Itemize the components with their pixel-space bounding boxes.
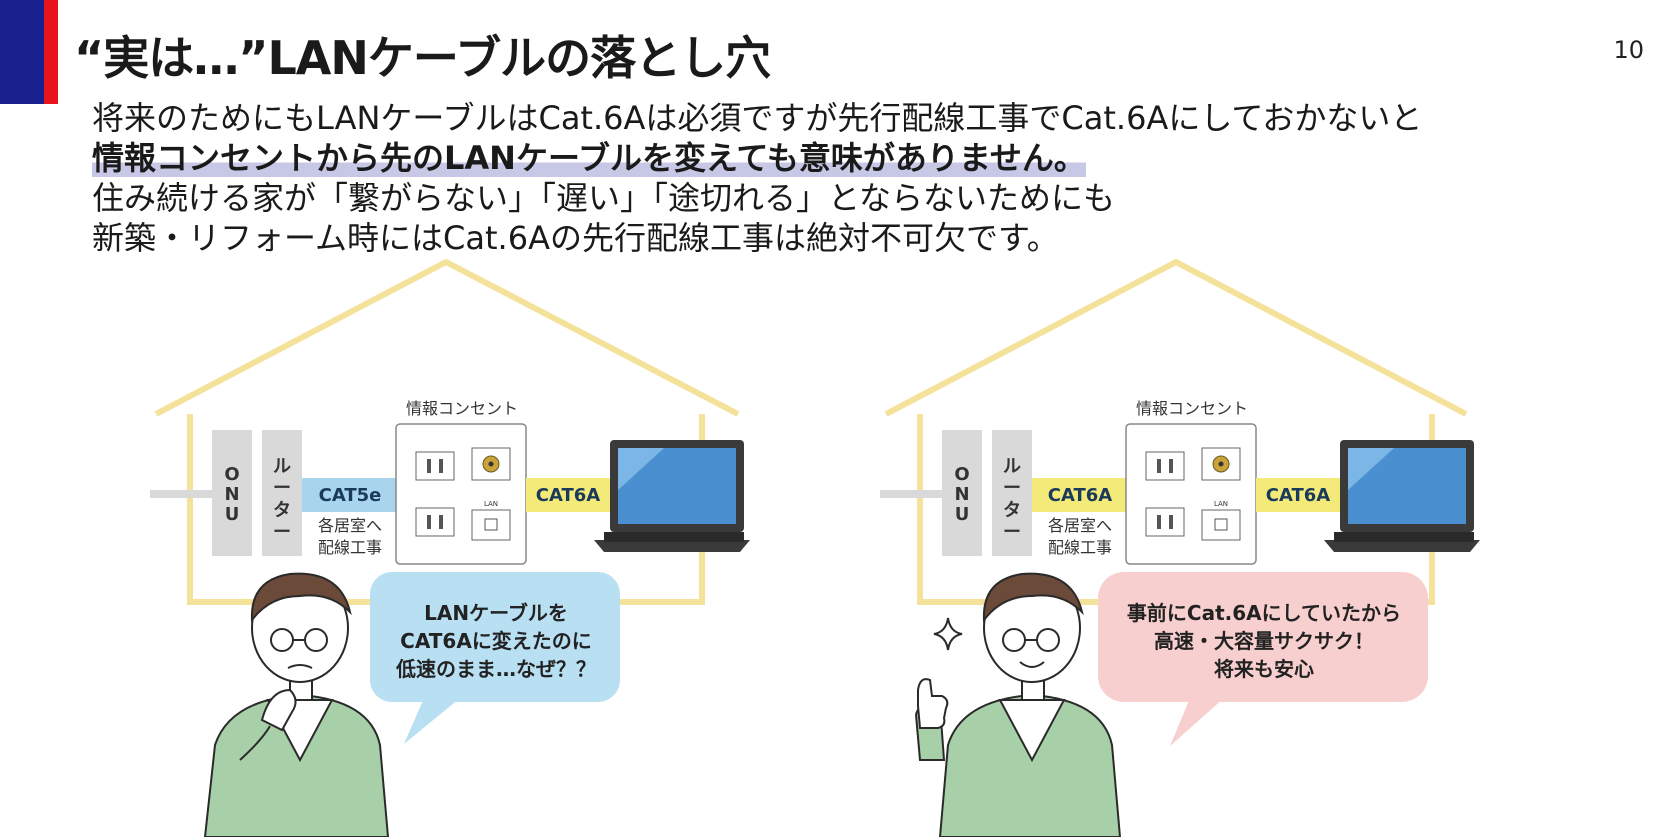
- right-bubble-line-1: 事前にCat.6Aにしていたから: [1127, 601, 1401, 625]
- left-onu-letter-2: N: [224, 484, 239, 505]
- left-bubble-line-2: CAT6Aに変えたのに: [400, 629, 592, 653]
- right-house-outline: [884, 259, 1468, 417]
- right-lan-jack: [1214, 518, 1228, 531]
- left-wall-cable: [302, 478, 396, 512]
- body-line-1: 将来のためにもLANケーブルはCat.6Aは必須ですが先行配線工事でCat.6A…: [92, 99, 1423, 137]
- left-speech-bubble: [370, 572, 620, 744]
- right-speech-bubble: [1098, 572, 1428, 746]
- right-lan-tag: LAN: [1214, 500, 1228, 508]
- body-line-2-emphasis: 情報コンセントから先のLANケーブルを変えても意味がありません。: [92, 139, 1086, 177]
- right-coax-core: [1218, 461, 1224, 467]
- right-wall-cable: [1032, 478, 1126, 512]
- left-onu-letter-3: U: [225, 504, 240, 525]
- left-router-char-4: ー: [273, 522, 291, 543]
- left-router-box: [262, 430, 302, 556]
- body-text: 将来のためにもLANケーブルはCat.6Aは必須ですが先行配線工事でCat.6A…: [92, 98, 1422, 258]
- right-incoming-line: [880, 490, 942, 498]
- right-router-char-4: ー: [1003, 522, 1021, 543]
- right-onu-letter-2: N: [954, 484, 969, 505]
- right-wiring-note-1: 各居室へ: [1048, 516, 1112, 535]
- left-coax-core: [488, 461, 494, 467]
- sparkle-icon: [933, 617, 963, 651]
- body-line-3: 住み続ける家が「繋がらない」「遅い」「途切れる」とならないためにも: [92, 179, 1116, 217]
- right-router-char-3: タ: [1003, 500, 1021, 521]
- left-router-char-2: ー: [273, 478, 291, 499]
- left-wiring-note-2: 配線工事: [318, 538, 382, 557]
- right-power-socket-top: [1145, 451, 1185, 481]
- header-accent-red: [44, 0, 58, 104]
- left-incoming-line: [150, 490, 212, 498]
- right-onu-letter-3: U: [955, 504, 970, 525]
- left-house: O N U ル ー タ ー CAT5e 各居室へ 配線工事 情報コンセント LA…: [150, 259, 750, 837]
- left-pc-cable-label: CAT6A: [536, 485, 601, 506]
- left-power-socket-top: [415, 451, 455, 481]
- left-lan-jack: [484, 518, 498, 531]
- left-router-char-1: ル: [273, 456, 291, 477]
- right-power-socket-top-slot-b: [1169, 459, 1173, 473]
- left-lan-port: [471, 509, 511, 541]
- right-power-socket-bottom-slot-a: [1157, 515, 1161, 529]
- left-house-outline: [154, 259, 740, 417]
- right-info-outlet: [1125, 423, 1257, 565]
- right-onu-box: [942, 430, 982, 556]
- right-pc-cable-label: CAT6A: [1266, 485, 1331, 506]
- left-onu-box: [212, 430, 252, 556]
- left-power-socket-top-slot-a: [427, 459, 431, 473]
- left-power-socket-top-slot-b: [439, 459, 443, 473]
- left-person-thinking: [203, 572, 390, 837]
- left-lan-tag: LAN: [484, 500, 498, 508]
- right-power-socket-bottom-slot-b: [1169, 515, 1173, 529]
- right-house: O N U ル ー タ ー CAT6A 各居室へ 配線工事 情報コンセント LA…: [880, 259, 1480, 837]
- right-person-thumbs-up: [914, 572, 1122, 837]
- right-bubble-line-2: 高速・大容量サクサク！: [1154, 629, 1374, 653]
- left-wiring-note-1: 各居室へ: [318, 516, 382, 535]
- right-bubble-line-3: 将来も安心: [1214, 657, 1314, 681]
- right-lan-port: [1201, 509, 1241, 541]
- right-router-char-2: ー: [1003, 478, 1021, 499]
- left-laptop-icon: [594, 440, 750, 552]
- left-onu-letter-1: O: [224, 464, 239, 485]
- left-router-char-3: タ: [273, 500, 291, 521]
- page-number: 10: [1613, 36, 1644, 64]
- right-pc-cable: [1256, 478, 1340, 512]
- left-wall-cable-label: CAT5e: [319, 485, 382, 506]
- body-line-4: 新築・リフォーム時にはCat.6Aの先行配線工事は絶対不可欠です。: [92, 219, 1059, 257]
- left-power-socket-bottom-slot-a: [427, 515, 431, 529]
- header-accent-blue: [0, 0, 44, 104]
- right-outlet-label: 情報コンセント: [1136, 399, 1248, 418]
- right-power-socket-bottom: [1145, 507, 1185, 537]
- left-outlet-label: 情報コンセント: [406, 399, 518, 418]
- left-bubble-line-3: 低速のまま…なぜ？？: [395, 657, 596, 681]
- left-power-socket-bottom-slot-b: [439, 515, 443, 529]
- right-power-socket-top-slot-a: [1157, 459, 1161, 473]
- right-router-char-1: ル: [1003, 456, 1021, 477]
- right-onu-letter-1: O: [954, 464, 969, 485]
- left-bubble-line-1: LANケーブルを: [424, 601, 568, 625]
- right-laptop-icon: [1324, 440, 1480, 552]
- left-pc-cable: [526, 478, 610, 512]
- right-wiring-note-2: 配線工事: [1048, 538, 1112, 557]
- slide-title: “実は…”LANケーブルの落とし穴: [74, 31, 771, 85]
- right-wall-cable-label: CAT6A: [1048, 485, 1113, 506]
- right-router-box: [992, 430, 1032, 556]
- left-info-outlet: [395, 423, 527, 565]
- left-power-socket-bottom: [415, 507, 455, 537]
